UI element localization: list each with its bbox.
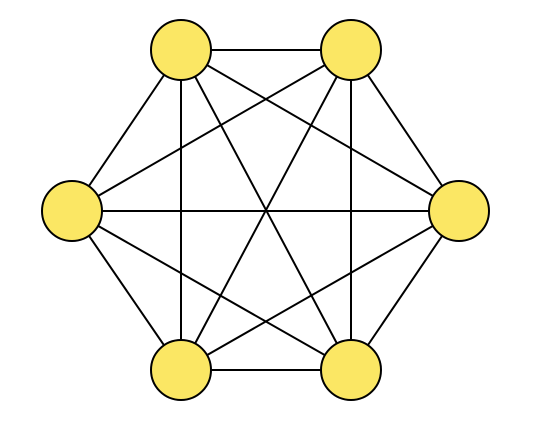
node-bottom-left bbox=[150, 339, 212, 401]
edge-right-bottom-left bbox=[180, 210, 460, 371]
edge-bottom-left-left bbox=[71, 210, 182, 371]
edge-top-right-right bbox=[350, 49, 460, 212]
edge-right-bottom-right bbox=[350, 210, 460, 371]
node-top-left bbox=[150, 19, 212, 81]
node-left bbox=[41, 180, 103, 242]
node-top-right bbox=[320, 19, 382, 81]
edges-group bbox=[71, 49, 460, 371]
node-bottom-right bbox=[320, 339, 382, 401]
nodes-group bbox=[41, 19, 490, 401]
edge-top-left-left bbox=[71, 49, 182, 212]
edge-bottom-right-left bbox=[71, 210, 352, 371]
edge-top-right-left bbox=[71, 49, 352, 212]
edge-top-left-right bbox=[180, 49, 460, 212]
node-right bbox=[428, 180, 490, 242]
